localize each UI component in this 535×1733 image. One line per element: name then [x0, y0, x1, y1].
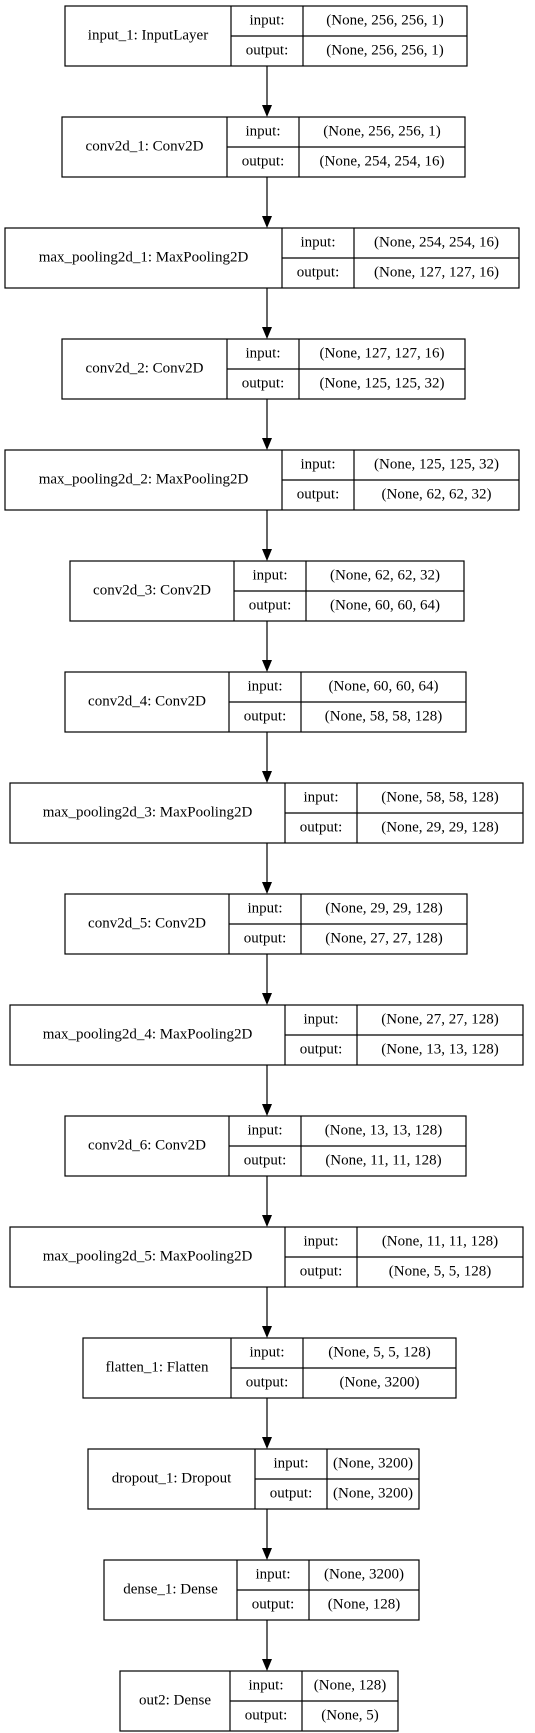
output-shape: (None, 11, 11, 128)	[325, 1152, 441, 1168]
output-shape: (None, 60, 60, 64)	[330, 597, 440, 613]
layer-name: max_pooling2d_4: MaxPooling2D	[43, 1026, 253, 1042]
input-label: input:	[273, 1455, 308, 1471]
input-shape: (None, 13, 13, 128)	[325, 1122, 442, 1138]
layer-name: flatten_1: Flatten	[106, 1359, 209, 1375]
layer-name: conv2d_5: Conv2D	[88, 915, 206, 931]
input-shape: (None, 3200)	[333, 1455, 413, 1471]
input-label: input:	[255, 1566, 290, 1582]
input-shape: (None, 58, 58, 128)	[381, 789, 498, 805]
input-label: input:	[245, 345, 280, 361]
output-shape: (None, 27, 27, 128)	[325, 930, 442, 946]
arrow-head	[262, 993, 272, 1005]
layer-name: conv2d_2: Conv2D	[86, 360, 204, 376]
layer-name: dropout_1: Dropout	[112, 1470, 232, 1486]
input-label: input:	[248, 1677, 283, 1693]
input-shape: (None, 127, 127, 16)	[320, 345, 445, 361]
arrow-head	[262, 1659, 272, 1671]
arrow-head	[262, 105, 272, 117]
output-shape: (None, 13, 13, 128)	[381, 1041, 498, 1057]
input-shape: (None, 254, 254, 16)	[374, 234, 499, 250]
output-label: output:	[300, 819, 343, 835]
output-shape: (None, 29, 29, 128)	[381, 819, 498, 835]
input-label: input:	[300, 456, 335, 472]
arrow-head	[262, 1104, 272, 1116]
layer-name: max_pooling2d_1: MaxPooling2D	[39, 249, 249, 265]
input-shape: (None, 128)	[314, 1677, 386, 1693]
output-shape: (None, 62, 62, 32)	[382, 486, 492, 502]
input-label: input:	[249, 12, 284, 28]
output-label: output:	[246, 42, 289, 58]
output-label: output:	[244, 708, 287, 724]
output-shape: (None, 127, 127, 16)	[374, 264, 499, 280]
layer-name: max_pooling2d_2: MaxPooling2D	[39, 471, 249, 487]
input-shape: (None, 29, 29, 128)	[325, 900, 442, 916]
input-label: input:	[247, 678, 282, 694]
layer-name: conv2d_4: Conv2D	[88, 693, 206, 709]
output-label: output:	[244, 930, 287, 946]
arrow-head	[262, 1326, 272, 1338]
arrow-head	[262, 660, 272, 672]
input-shape: (None, 11, 11, 128)	[382, 1233, 498, 1249]
input-shape: (None, 256, 256, 1)	[323, 123, 440, 139]
layer-name: max_pooling2d_3: MaxPooling2D	[43, 804, 253, 820]
output-shape: (None, 5, 5, 128)	[389, 1263, 491, 1279]
output-label: output:	[242, 375, 285, 391]
output-label: output:	[249, 597, 292, 613]
layer-name: input_1: InputLayer	[88, 27, 208, 43]
input-label: input:	[245, 123, 280, 139]
arrow-head	[262, 1548, 272, 1560]
layer-name: conv2d_3: Conv2D	[93, 582, 211, 598]
output-shape: (None, 254, 254, 16)	[320, 153, 445, 169]
output-shape: (None, 3200)	[333, 1485, 413, 1501]
output-label: output:	[297, 486, 340, 502]
input-label: input:	[249, 1344, 284, 1360]
input-label: input:	[247, 900, 282, 916]
output-shape: (None, 128)	[328, 1596, 400, 1612]
layer-name: conv2d_6: Conv2D	[88, 1137, 206, 1153]
output-shape: (None, 5)	[321, 1707, 378, 1723]
input-label: input:	[303, 1233, 338, 1249]
output-shape: (None, 3200)	[340, 1374, 420, 1390]
input-label: input:	[303, 789, 338, 805]
input-shape: (None, 3200)	[324, 1566, 404, 1582]
input-shape: (None, 5, 5, 128)	[328, 1344, 430, 1360]
arrow-head	[262, 882, 272, 894]
input-label: input:	[300, 234, 335, 250]
layer-name: dense_1: Dense	[123, 1581, 218, 1597]
input-shape: (None, 62, 62, 32)	[330, 567, 440, 583]
output-shape: (None, 58, 58, 128)	[325, 708, 442, 724]
arrow-head	[262, 216, 272, 228]
output-label: output:	[246, 1374, 289, 1390]
output-shape: (None, 256, 256, 1)	[326, 42, 443, 58]
input-shape: (None, 125, 125, 32)	[374, 456, 499, 472]
output-label: output:	[300, 1041, 343, 1057]
layer-name: max_pooling2d_5: MaxPooling2D	[43, 1248, 253, 1264]
arrow-head	[262, 771, 272, 783]
input-label: input:	[303, 1011, 338, 1027]
input-shape: (None, 60, 60, 64)	[329, 678, 439, 694]
arrow-head	[262, 438, 272, 450]
arrow-head	[262, 549, 272, 561]
input-label: input:	[252, 567, 287, 583]
output-label: output:	[300, 1263, 343, 1279]
output-label: output:	[252, 1596, 295, 1612]
output-label: output:	[245, 1707, 288, 1723]
layer-name: out2: Dense	[139, 1692, 211, 1708]
input-label: input:	[247, 1122, 282, 1138]
arrow-head	[262, 1215, 272, 1227]
input-shape: (None, 256, 256, 1)	[326, 12, 443, 28]
output-shape: (None, 125, 125, 32)	[320, 375, 445, 391]
output-label: output:	[297, 264, 340, 280]
arrow-head	[262, 327, 272, 339]
output-label: output:	[242, 153, 285, 169]
output-label: output:	[270, 1485, 313, 1501]
output-label: output:	[244, 1152, 287, 1168]
layer-name: conv2d_1: Conv2D	[86, 138, 204, 154]
arrow-head	[262, 1437, 272, 1449]
input-shape: (None, 27, 27, 128)	[381, 1011, 498, 1027]
